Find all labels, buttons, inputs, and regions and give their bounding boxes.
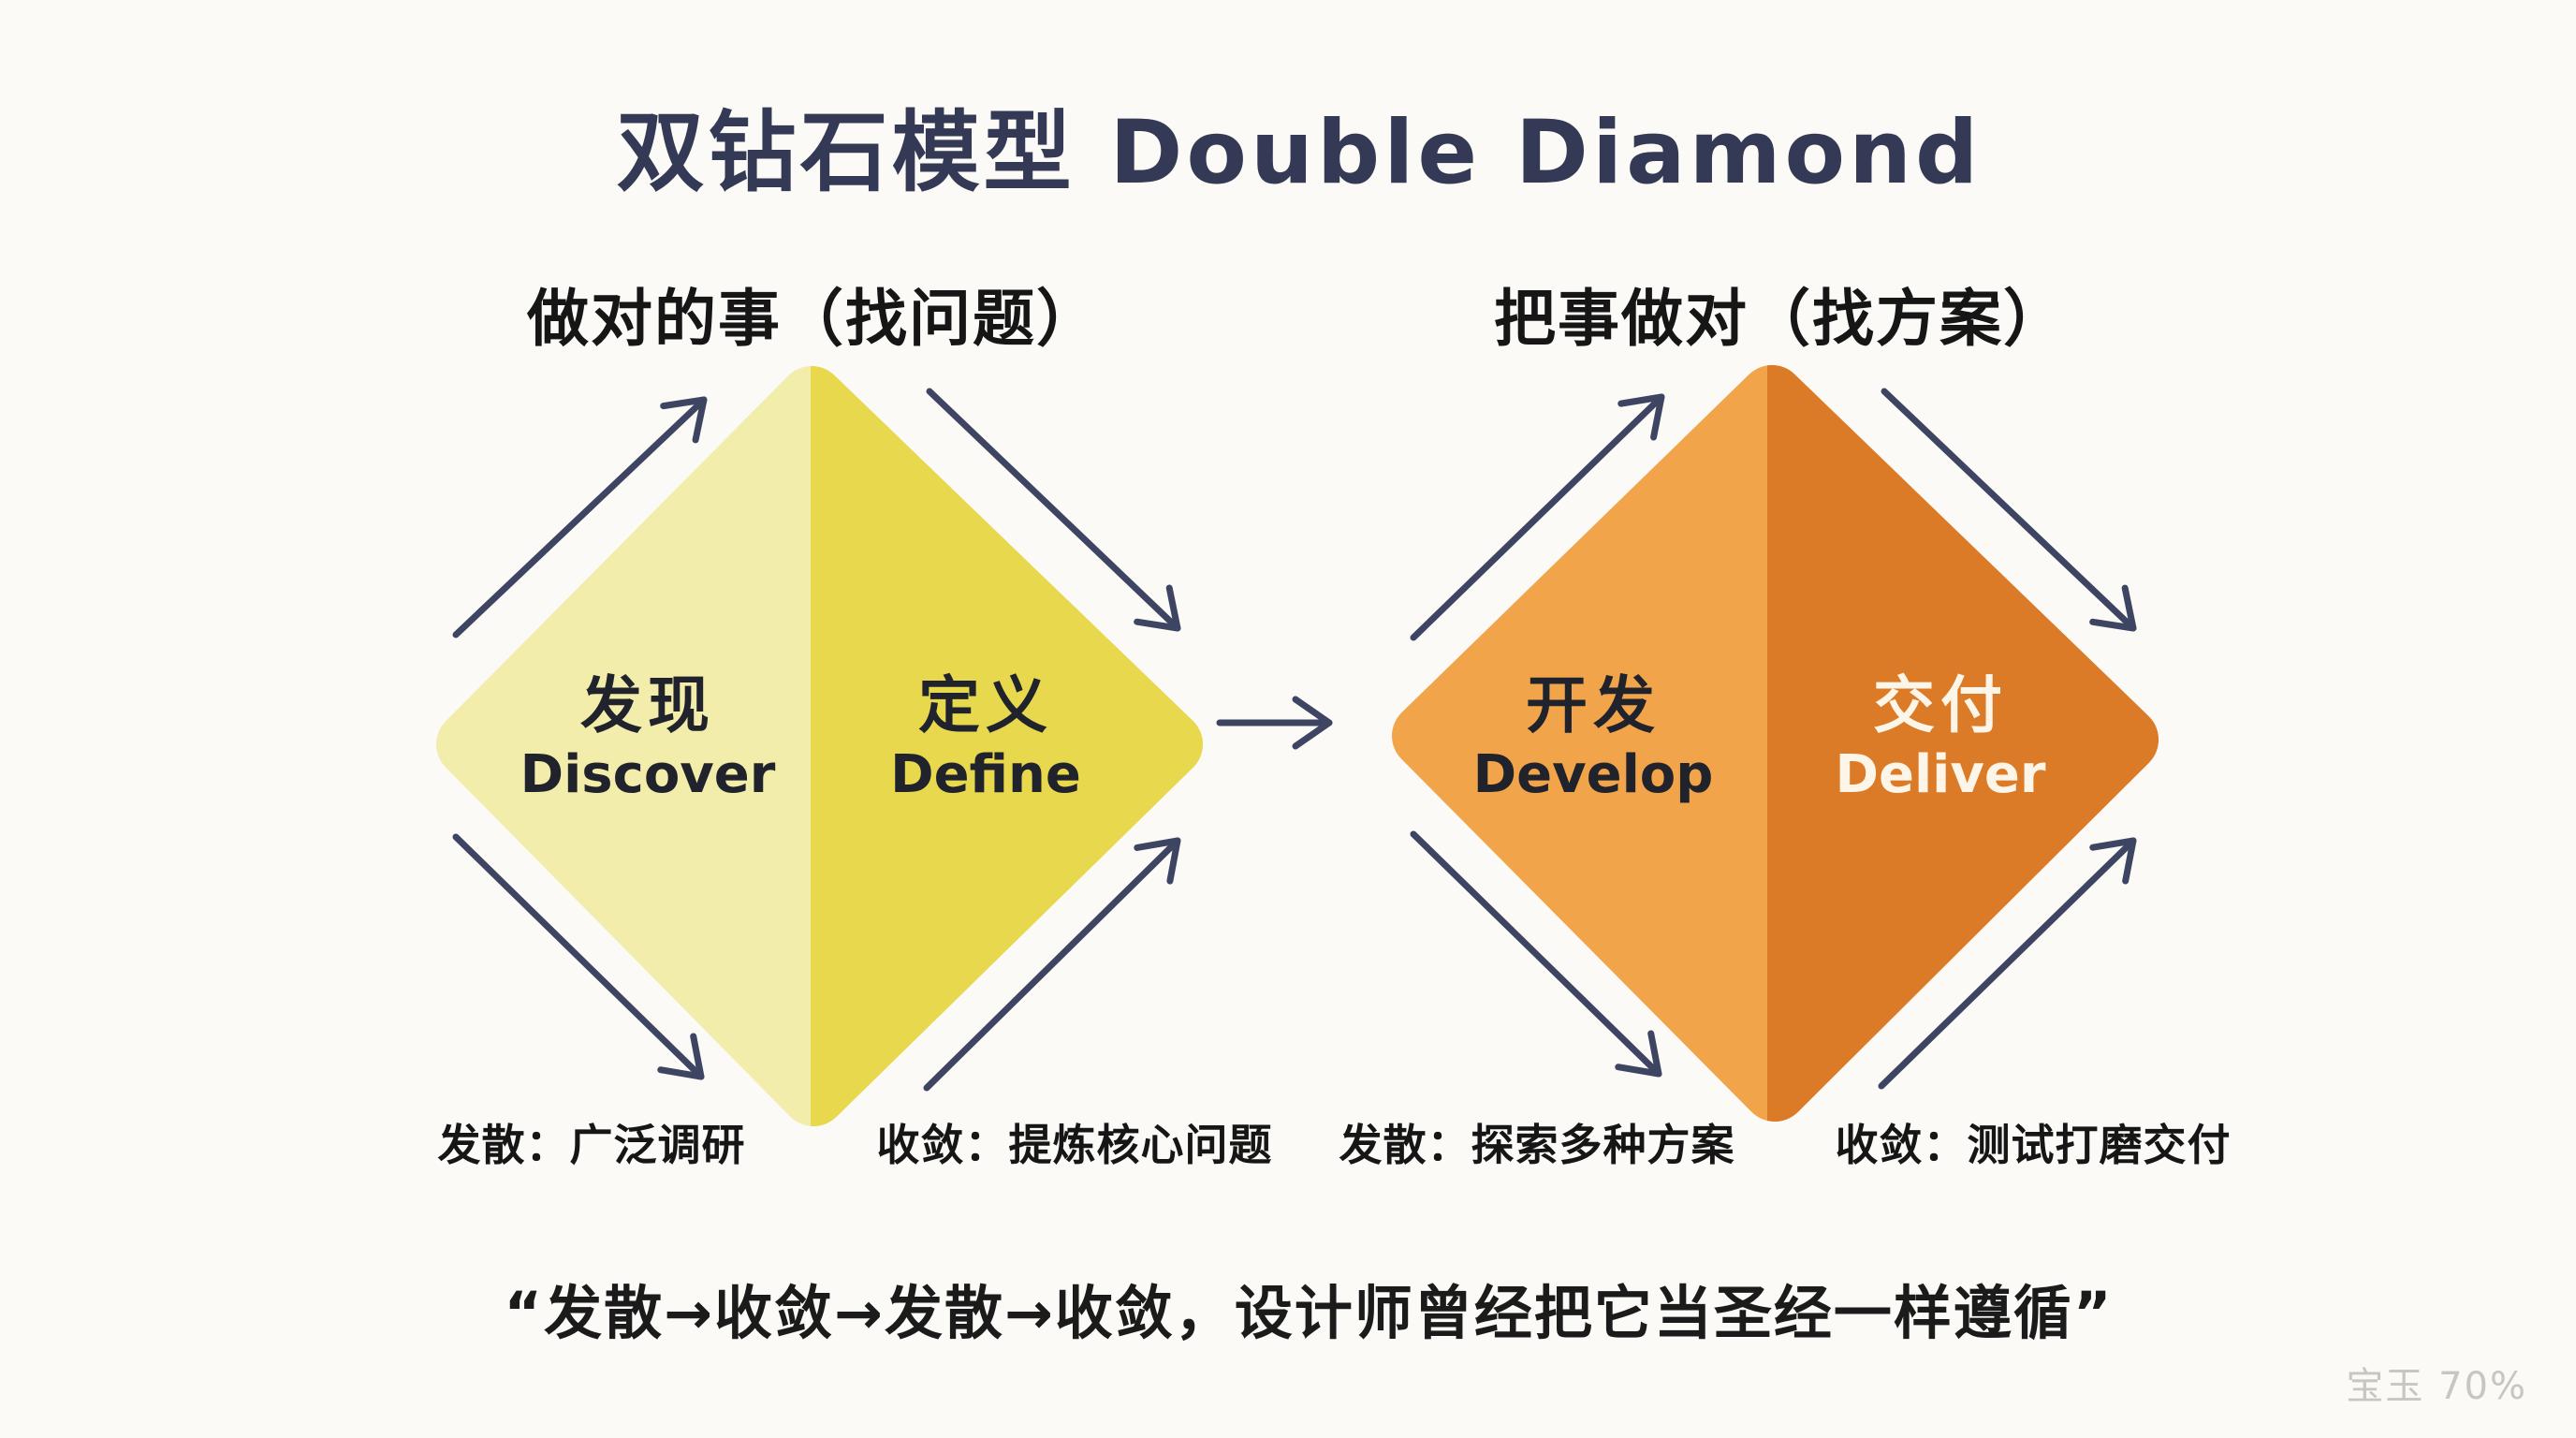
left-section-header: 做对的事（找问题） xyxy=(527,283,1100,355)
discover-label-en: Discover xyxy=(520,743,776,805)
quote-text: “发散→收敛→发散→收敛，设计师曾经把它当圣经一样遵循” xyxy=(504,1279,2114,1347)
diverge-note-2: 发散：探索多种方案 xyxy=(1339,1120,1735,1170)
diverge-up-arrow-2 xyxy=(1410,393,1665,641)
develop-label-en: Develop xyxy=(1472,743,1714,805)
deliver-label: 交付 Deliver xyxy=(1835,668,2046,805)
converge-down-arrow-2 xyxy=(1881,388,2137,632)
discover-label-zh: 发现 xyxy=(580,668,715,741)
deliver-label-zh: 交付 xyxy=(1873,668,2008,741)
define-label-en: Define xyxy=(890,743,1081,805)
deliver-label-en: Deliver xyxy=(1835,743,2046,805)
diverge-down-arrow-1 xyxy=(452,833,705,1080)
diamond-discover-define xyxy=(436,366,1203,1126)
right-section-header: 把事做对（找方案） xyxy=(1494,283,2067,355)
discover-label: 发现 Discover xyxy=(520,668,776,805)
diverge-down-arrow-2 xyxy=(1410,830,1662,1078)
define-label-zh: 定义 xyxy=(917,668,1053,741)
develop-label-zh: 开发 xyxy=(1525,668,1661,741)
develop-label: 开发 Develop xyxy=(1472,668,1714,805)
page-title: 双钻石模型 Double Diamond xyxy=(616,102,1983,204)
converge-up-arrow-2 xyxy=(1878,837,2137,1090)
define-half xyxy=(811,366,1203,1126)
converge-up-arrow-1 xyxy=(923,837,1181,1092)
converge-down-arrow-1 xyxy=(926,388,1181,632)
diamond-develop-deliver xyxy=(1392,365,2159,1122)
diverge-note-1: 发散：广泛调研 xyxy=(437,1120,746,1170)
converge-note-2: 收敛：测试打磨交付 xyxy=(1835,1120,2232,1170)
define-label: 定义 Define xyxy=(890,668,1081,805)
watermark: 宝玉 70% xyxy=(2346,1365,2527,1408)
diverge-up-arrow-1 xyxy=(452,396,708,638)
converge-note-1: 收敛：提炼核心问题 xyxy=(876,1120,1273,1170)
deliver-half xyxy=(1767,365,2159,1122)
